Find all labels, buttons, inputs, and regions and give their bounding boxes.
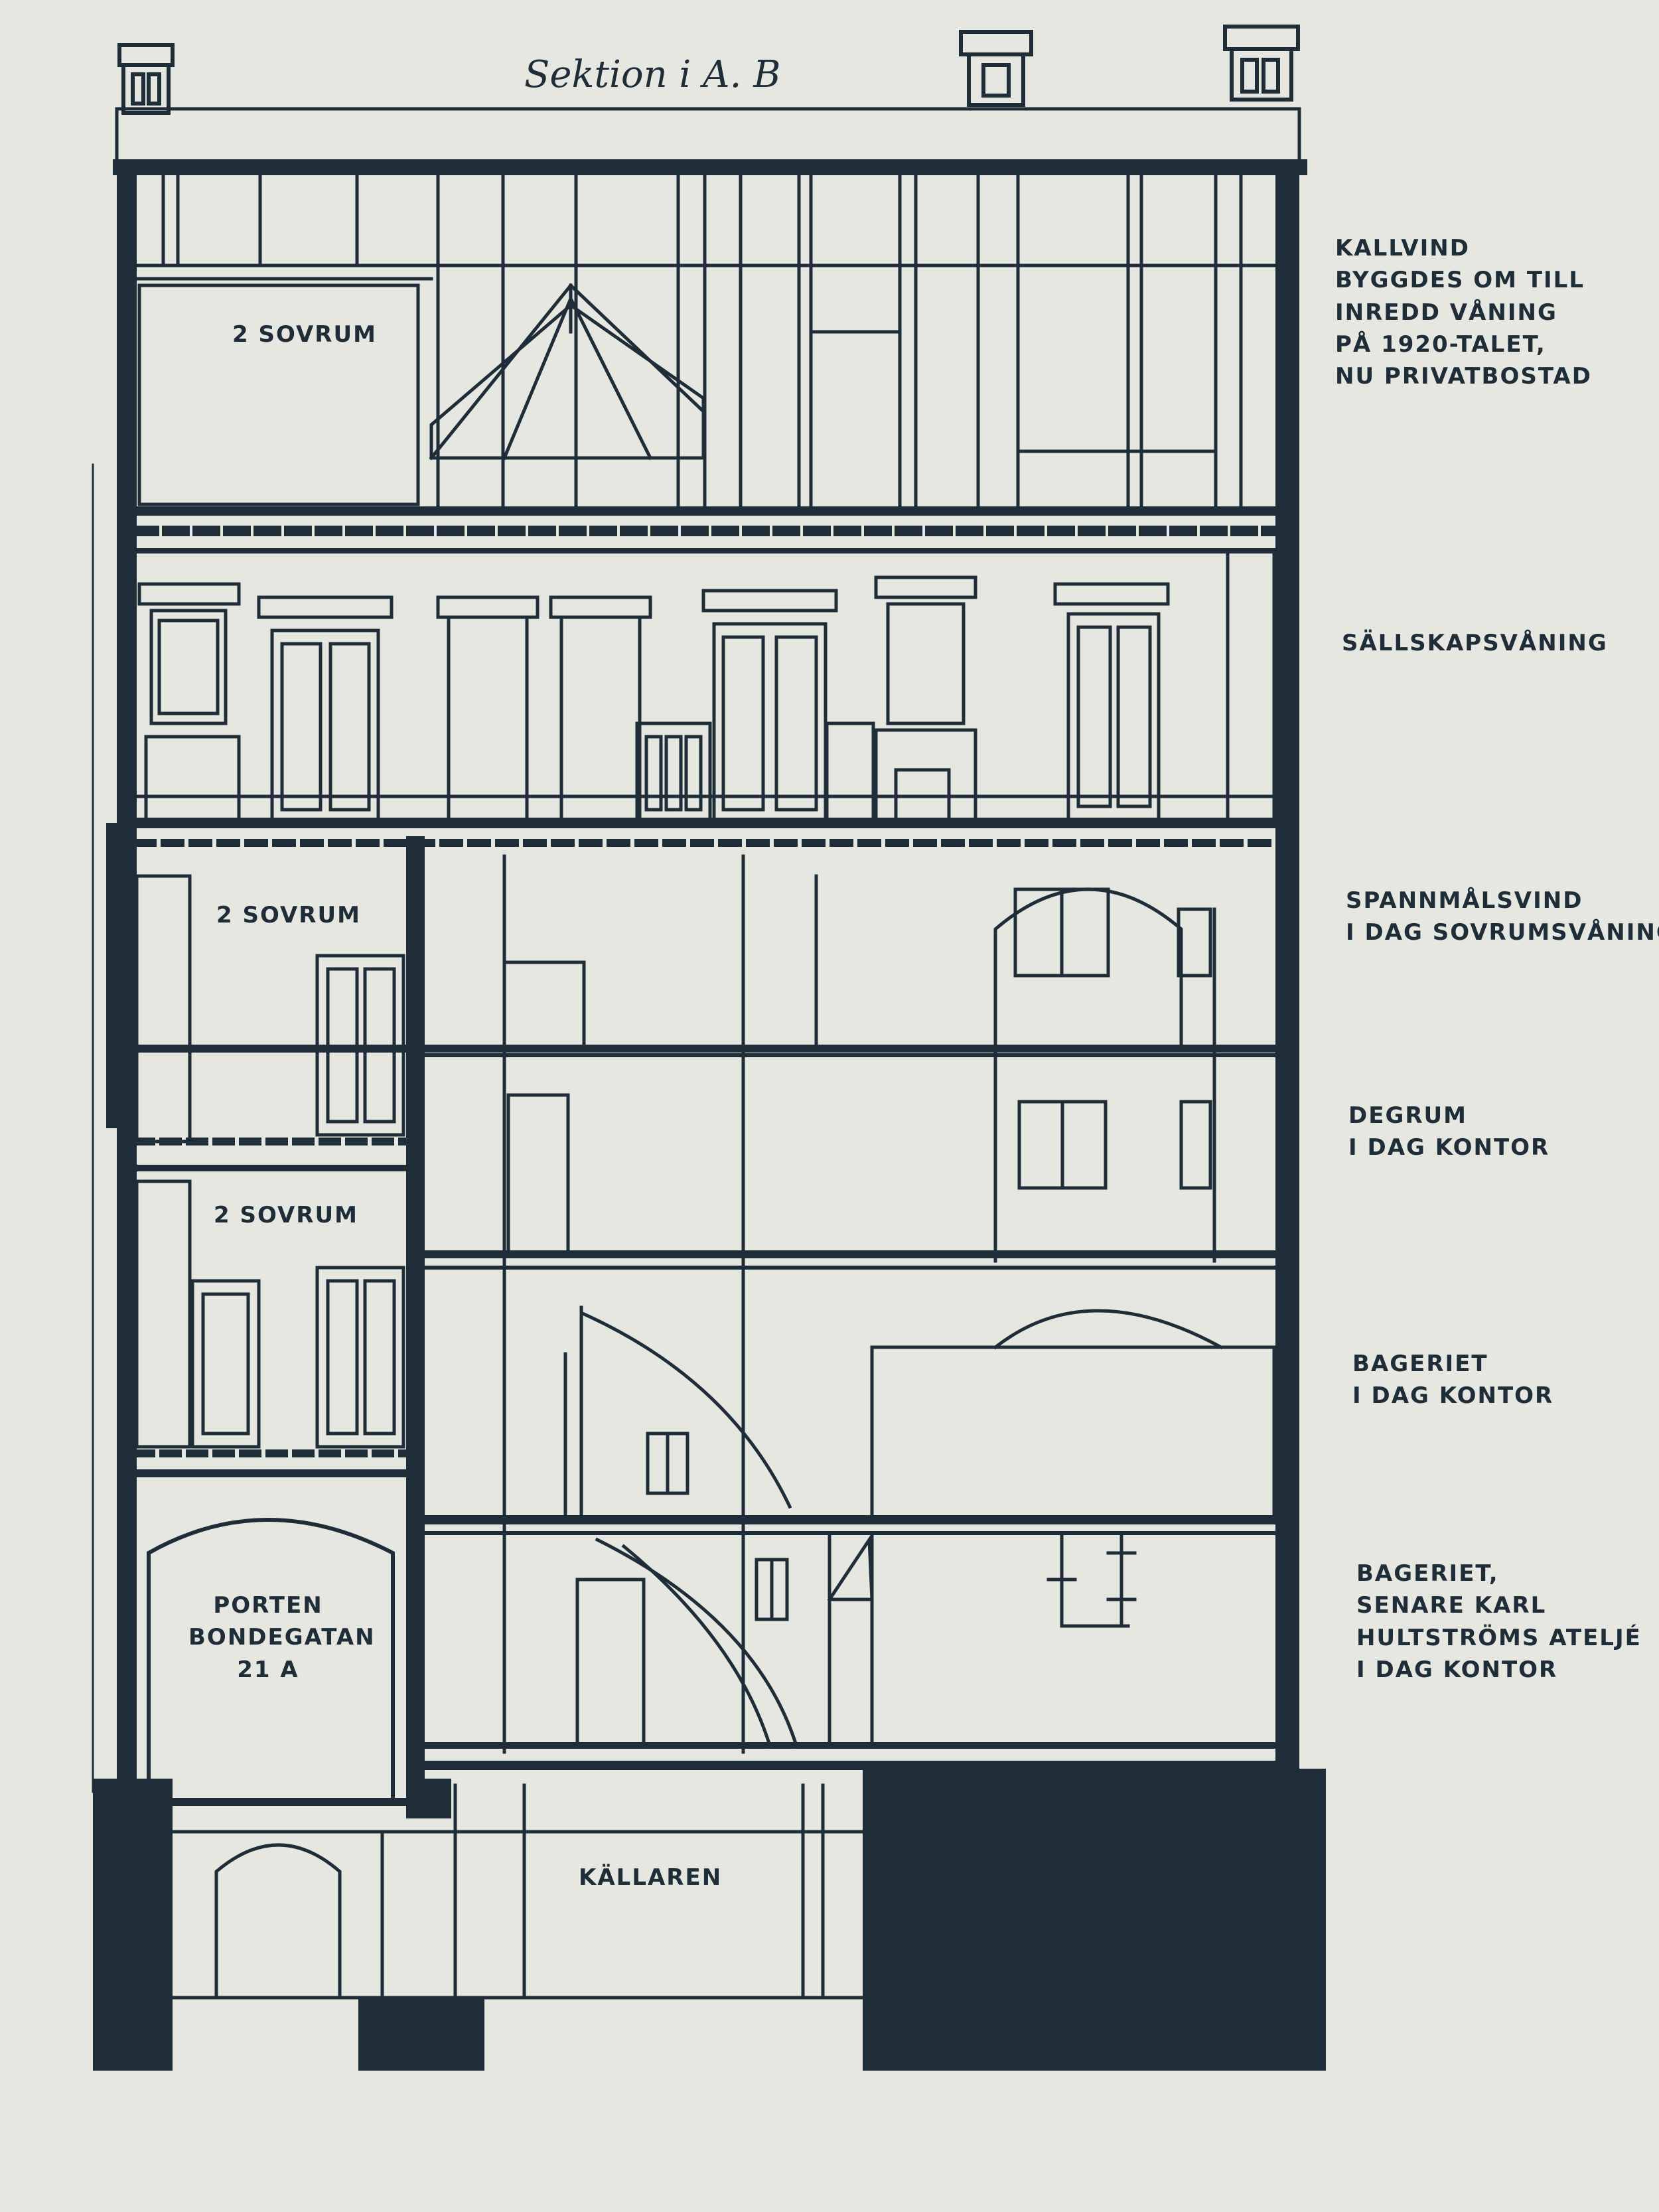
bageriet-lower (420, 1531, 1280, 1770)
room-label-sovrum-second: 2 SOVRUM (214, 1202, 358, 1228)
chimney-middle (959, 30, 1033, 107)
porten-arch (133, 1469, 410, 1806)
label-sallskapsvaning: SÄLLSKAPSVÅNING (1342, 630, 1608, 656)
sallskap-floor (131, 549, 1281, 847)
label-bageriet-upper: BAGERIET I DAG KONTOR (1352, 1351, 1554, 1410)
basement (93, 1769, 1326, 2071)
label-bageriet-lower: BAGERIET, SENARE KARL HULTSTRÖMS ATELJÉ … (1356, 1560, 1642, 1683)
label-degrum: DEGRUM I DAG KONTOR (1348, 1102, 1550, 1161)
room-label-sovrum-third: 2 SOVRUM (216, 902, 361, 928)
chimney-left (117, 43, 175, 115)
roof-band (115, 107, 1301, 165)
room-label-kallaren: KÄLLAREN (579, 1864, 723, 1891)
room-label-porten: PORTEN BONDEGATAN 21 A (188, 1592, 376, 1683)
drawing-title: Sektion i A. B (524, 53, 781, 96)
outer-walls (106, 159, 1307, 1818)
bageriet-upper (420, 1305, 1280, 1535)
label-kallvind: KALLVIND BYGGDES OM TILL INREDD VÅNING P… (1335, 235, 1592, 390)
spannmal-floor (133, 854, 1279, 1754)
label-spannmalsvind: SPANNMÅLSVIND I DAG SOVRUMSVÅNING (1346, 887, 1659, 946)
room-label-sovrum-attic: 2 SOVRUM (232, 321, 377, 348)
attic-framing (131, 171, 1281, 553)
chimney-right (1223, 25, 1300, 102)
degrum-floor (133, 1093, 1279, 1477)
